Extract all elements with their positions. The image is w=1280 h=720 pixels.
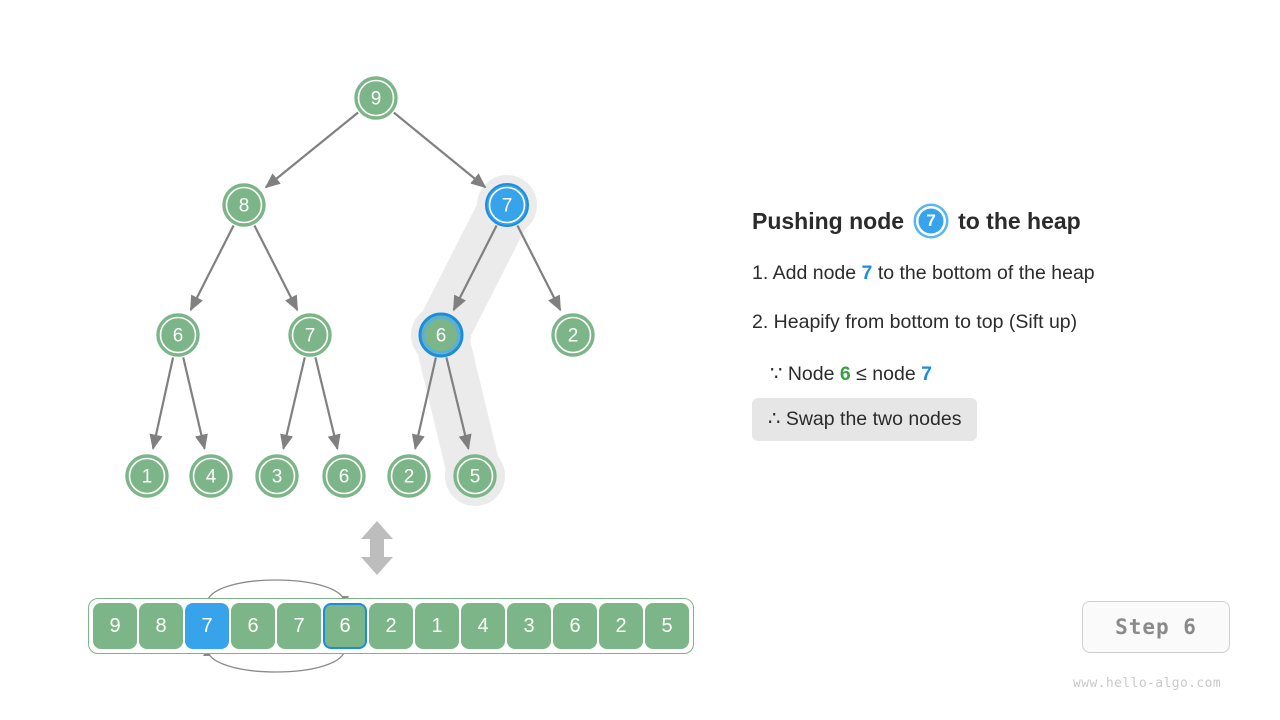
tree-edge bbox=[314, 357, 341, 451]
conclusion-highlight: ∴ Swap the two nodes bbox=[752, 398, 978, 441]
tree-edge bbox=[280, 357, 306, 451]
conclusion-text: Swap the two nodes bbox=[785, 408, 962, 430]
tree-node-inner-ring bbox=[456, 457, 494, 495]
array-cell[interactable]: 2 bbox=[369, 603, 413, 649]
step-2-line: 2. Heapify from bottom to top (Sift up) bbox=[752, 311, 1078, 333]
tree-node[interactable]: 1 bbox=[125, 454, 169, 498]
reason-mid: node bbox=[872, 363, 916, 385]
tree-node-inner-ring bbox=[488, 186, 526, 224]
tree-node-inner-ring bbox=[225, 186, 263, 224]
tree-edge bbox=[189, 225, 235, 312]
reason-prefix: Node bbox=[787, 363, 835, 385]
tree-node[interactable]: 7 bbox=[288, 313, 332, 357]
tree-node-inner-ring bbox=[390, 457, 428, 495]
tree-node-inner-ring bbox=[192, 457, 230, 495]
tree-node-inner-ring bbox=[325, 457, 363, 495]
watermark-url: www.hello-algo.com bbox=[1073, 676, 1222, 691]
reason-right-value: 7 bbox=[921, 363, 932, 385]
panel-title: Pushing node 7 to the heap bbox=[752, 206, 1252, 236]
tree-node[interactable]: 2 bbox=[387, 454, 431, 498]
array-cell[interactable]: 7 bbox=[277, 603, 321, 649]
tree-node-inner-ring bbox=[422, 316, 460, 354]
tree-array-equivalence-arrow bbox=[361, 521, 393, 575]
title-suffix-text: to the heap bbox=[958, 207, 1081, 234]
array-cell[interactable]: 1 bbox=[415, 603, 459, 649]
array-cell[interactable]: 3 bbox=[507, 603, 551, 649]
array-cell[interactable]: 6 bbox=[553, 603, 597, 649]
title-prefix-text: Pushing node bbox=[752, 207, 905, 234]
tree-node-inner-ring bbox=[554, 316, 592, 354]
tree-node[interactable]: 3 bbox=[255, 454, 299, 498]
tree-node-inner-ring bbox=[128, 457, 166, 495]
array-cell[interactable]: 2 bbox=[599, 603, 643, 649]
tree-edge bbox=[393, 111, 487, 189]
tree-node[interactable]: 6 bbox=[418, 312, 464, 358]
array-cell[interactable]: 7 bbox=[185, 603, 229, 649]
tree-node[interactable]: 5 bbox=[453, 454, 497, 498]
tree-node-inner-ring bbox=[159, 316, 197, 354]
explanation-panel: Pushing node 7 to the heap 1. Add node 7… bbox=[752, 206, 1252, 441]
array-cell[interactable]: 6 bbox=[231, 603, 275, 649]
reason-left-value: 6 bbox=[839, 363, 851, 385]
array-cell[interactable]: 4 bbox=[461, 603, 505, 649]
tree-node[interactable]: 2 bbox=[551, 313, 595, 357]
tree-edge bbox=[253, 225, 299, 312]
tree-node[interactable]: 4 bbox=[189, 454, 233, 498]
array-cell[interactable]: 8 bbox=[139, 603, 183, 649]
tree-edge bbox=[149, 357, 175, 450]
tree-node[interactable]: 8 bbox=[222, 183, 266, 227]
step-counter-badge: Step 6 bbox=[1082, 601, 1230, 653]
tree-node[interactable]: 9 bbox=[354, 76, 398, 120]
tree-node-inner-ring bbox=[291, 316, 329, 354]
step-1-suffix: to the bottom of the heap bbox=[877, 262, 1095, 284]
reason-operator: ≤ bbox=[856, 363, 867, 385]
tree-node[interactable]: 7 bbox=[485, 183, 529, 227]
step-1-line: 1. Add node 7 to the bottom of the heap bbox=[752, 262, 1252, 285]
tree-edge bbox=[411, 357, 437, 450]
tree-edge bbox=[264, 111, 359, 189]
because-symbol: ∵ bbox=[770, 363, 783, 385]
array-cell[interactable]: 6 bbox=[323, 603, 367, 649]
array-cell[interactable]: 5 bbox=[645, 603, 689, 649]
step-1-value: 7 bbox=[861, 262, 873, 284]
tree-edges bbox=[149, 111, 562, 451]
tree-node[interactable]: 6 bbox=[156, 313, 200, 357]
tree-node-inner-ring bbox=[357, 79, 395, 117]
tree-edge bbox=[452, 225, 498, 312]
tree-edge bbox=[445, 357, 472, 451]
node-value-badge: 7 bbox=[916, 206, 947, 236]
reason-line: ∵ Node 6 ≤ node 7 bbox=[770, 362, 1252, 386]
tree-node[interactable]: 6 bbox=[322, 454, 366, 498]
tree-edge bbox=[516, 225, 562, 312]
tree-node-inner-ring bbox=[258, 457, 296, 495]
array-cell[interactable]: 9 bbox=[93, 603, 137, 649]
step-1-prefix: 1. Add node bbox=[752, 262, 857, 284]
therefore-symbol: ∴ bbox=[768, 408, 781, 430]
tree-edge bbox=[182, 357, 208, 451]
